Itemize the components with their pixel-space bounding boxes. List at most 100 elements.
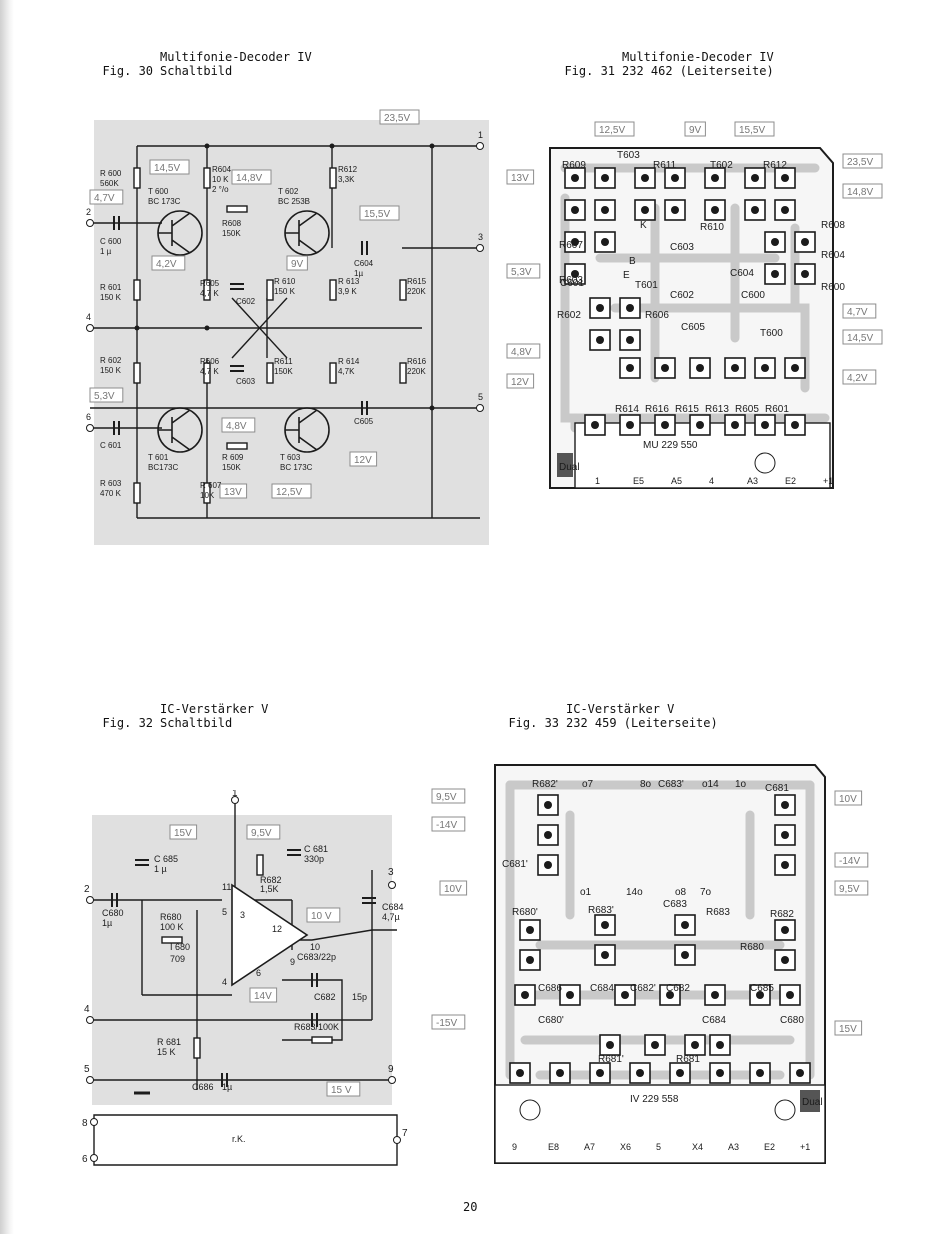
fig31-pads <box>564 167 816 436</box>
fig33-label-4: o14 <box>702 779 719 790</box>
fig31-voltage-4: 23,5V <box>847 157 873 168</box>
fig32-terminals <box>86 796 401 1162</box>
fig31-label-10: R610 <box>700 222 724 233</box>
fig30-component-15: C604 <box>354 259 374 268</box>
fig32-voltage-0: 15V <box>174 828 192 839</box>
fig30-component-48: 470 K <box>100 489 122 498</box>
fig33-voltage-0-box <box>431 788 466 804</box>
fig30-component-3: BC 173C <box>148 197 181 206</box>
fig33-voltage-3: -15V <box>436 1018 457 1029</box>
fig33-label-28: IV 229 558 <box>630 1094 679 1105</box>
fig31-pin-3: 4 <box>709 476 714 486</box>
fig33-label-8: o1 <box>580 887 592 898</box>
fig31-label-7: R608 <box>821 220 845 231</box>
fig31-pad-1 <box>601 174 609 182</box>
fig31-label-17: R602 <box>557 310 581 321</box>
fig31-voltage-6-box <box>506 263 541 279</box>
fig33-voltage-4-box <box>834 790 863 806</box>
fig30-component-26: 220K <box>407 287 426 296</box>
fig30-component-8: 150K <box>222 229 241 238</box>
fig30-wires <box>90 145 480 519</box>
fig31-label-5: R607 <box>559 240 583 251</box>
fig30-component-29: 150 K <box>100 366 122 375</box>
fig33-voltage-4: 10V <box>839 794 857 805</box>
fig30-component-38: C603 <box>236 377 256 386</box>
fig30-terminal-3: 4 <box>86 312 91 322</box>
fig31-voltage-8-box <box>842 329 883 345</box>
fig33-caption: Fig. 33 <box>508 716 560 730</box>
fig32-subtitle: Schaltbild <box>160 716 233 730</box>
fig30-component-14: 1 µ <box>100 247 112 256</box>
fig31-dual-logo <box>557 453 573 477</box>
fig30-component-49: R 607 <box>200 481 222 490</box>
fig30-voltage-7: 5,3V <box>94 391 115 402</box>
fig32-component-11: 100 K <box>160 922 184 932</box>
fig31-pin-6: +1 <box>823 476 833 486</box>
fig31-pad-25 <box>626 364 634 372</box>
fig30-component-16: 1µ <box>354 269 363 278</box>
fig30-voltage-0-box <box>379 109 420 125</box>
fig32-component-19: 15 K <box>157 1047 176 1057</box>
fig33-pad-25 <box>516 1069 524 1077</box>
fig33-voltage-6: 9,5V <box>839 884 860 895</box>
fig31-label-19: C605 <box>681 322 705 333</box>
fig32-component-1: 1 µ <box>154 864 167 874</box>
fig32-icpin-2: 3 <box>240 910 245 920</box>
fig33-label-21: C682 <box>666 983 690 994</box>
fig31-label-29: E <box>623 270 630 281</box>
fig30-voltage-3-box <box>359 205 400 221</box>
fig31-pad-26 <box>661 364 669 372</box>
fig33-pin-5: X4 <box>692 1142 703 1152</box>
fig31-label-31: Dual <box>559 462 580 473</box>
fig31-pad-2 <box>641 174 649 182</box>
fig30-component-9: T 602 <box>278 187 299 196</box>
fig31-pad-14 <box>571 238 579 246</box>
fig30-component-37: 220K <box>407 367 426 376</box>
fig30-voltage-5: 4,2V <box>156 259 177 270</box>
fig31-voltage-5: 14,8V <box>847 187 873 198</box>
fig32-component-21: 1µ <box>222 1082 232 1092</box>
fig33-label-5: 1o <box>735 779 747 790</box>
fig33-label-0: R682' <box>532 779 558 790</box>
fig30-component-36: R616 <box>407 357 427 366</box>
fig33-pad-21 <box>606 1041 614 1049</box>
fig32-component-5: 1,5K <box>260 884 279 894</box>
fig33-label-15: R683 <box>706 907 730 918</box>
fig33-pad-31 <box>756 1069 764 1077</box>
fig33-pad-14 <box>521 991 529 999</box>
fig33-voltage-2: 10V <box>444 884 462 895</box>
fig30-voltage-8-box <box>221 417 256 433</box>
fig33-pin-1: E8 <box>548 1142 559 1152</box>
fig31-voltage-3-box <box>506 169 535 185</box>
fig31-pin-5: E2 <box>785 476 796 486</box>
fig31-pad-13 <box>781 206 789 214</box>
fig31-label-21: R614 <box>615 404 639 415</box>
fig33-label-27: R681 <box>676 1054 700 1065</box>
fig31-label-25: R605 <box>735 404 759 415</box>
fig30-voltage-2-box <box>231 169 272 185</box>
fig33-voltage-7-box <box>834 1020 863 1036</box>
fig30-component-21: R 610 <box>274 277 296 286</box>
fig31-label-0: R609 <box>562 160 586 171</box>
fig31-label-1: T603 <box>617 150 640 161</box>
fig32-caption-block: Fig. 32 IC-Verstärker V Schaltbild <box>88 702 268 758</box>
fig31-voltage-2-box <box>734 121 775 137</box>
fig33-voltage-0: 9,5V <box>436 792 457 803</box>
fig32-component-12: I 680 <box>170 942 190 952</box>
fig33-pad-30 <box>716 1069 724 1077</box>
fig30-component-27: C602 <box>236 297 256 306</box>
fig31-pad-19 <box>771 270 779 278</box>
fig32-caption: Fig. 32 <box>102 716 154 730</box>
fig31-pad-36 <box>761 421 769 429</box>
fig32-terminal-3: 4 <box>84 1004 90 1015</box>
fig31-label-6: R603 <box>559 275 583 286</box>
fig31-pad-32 <box>626 421 634 429</box>
